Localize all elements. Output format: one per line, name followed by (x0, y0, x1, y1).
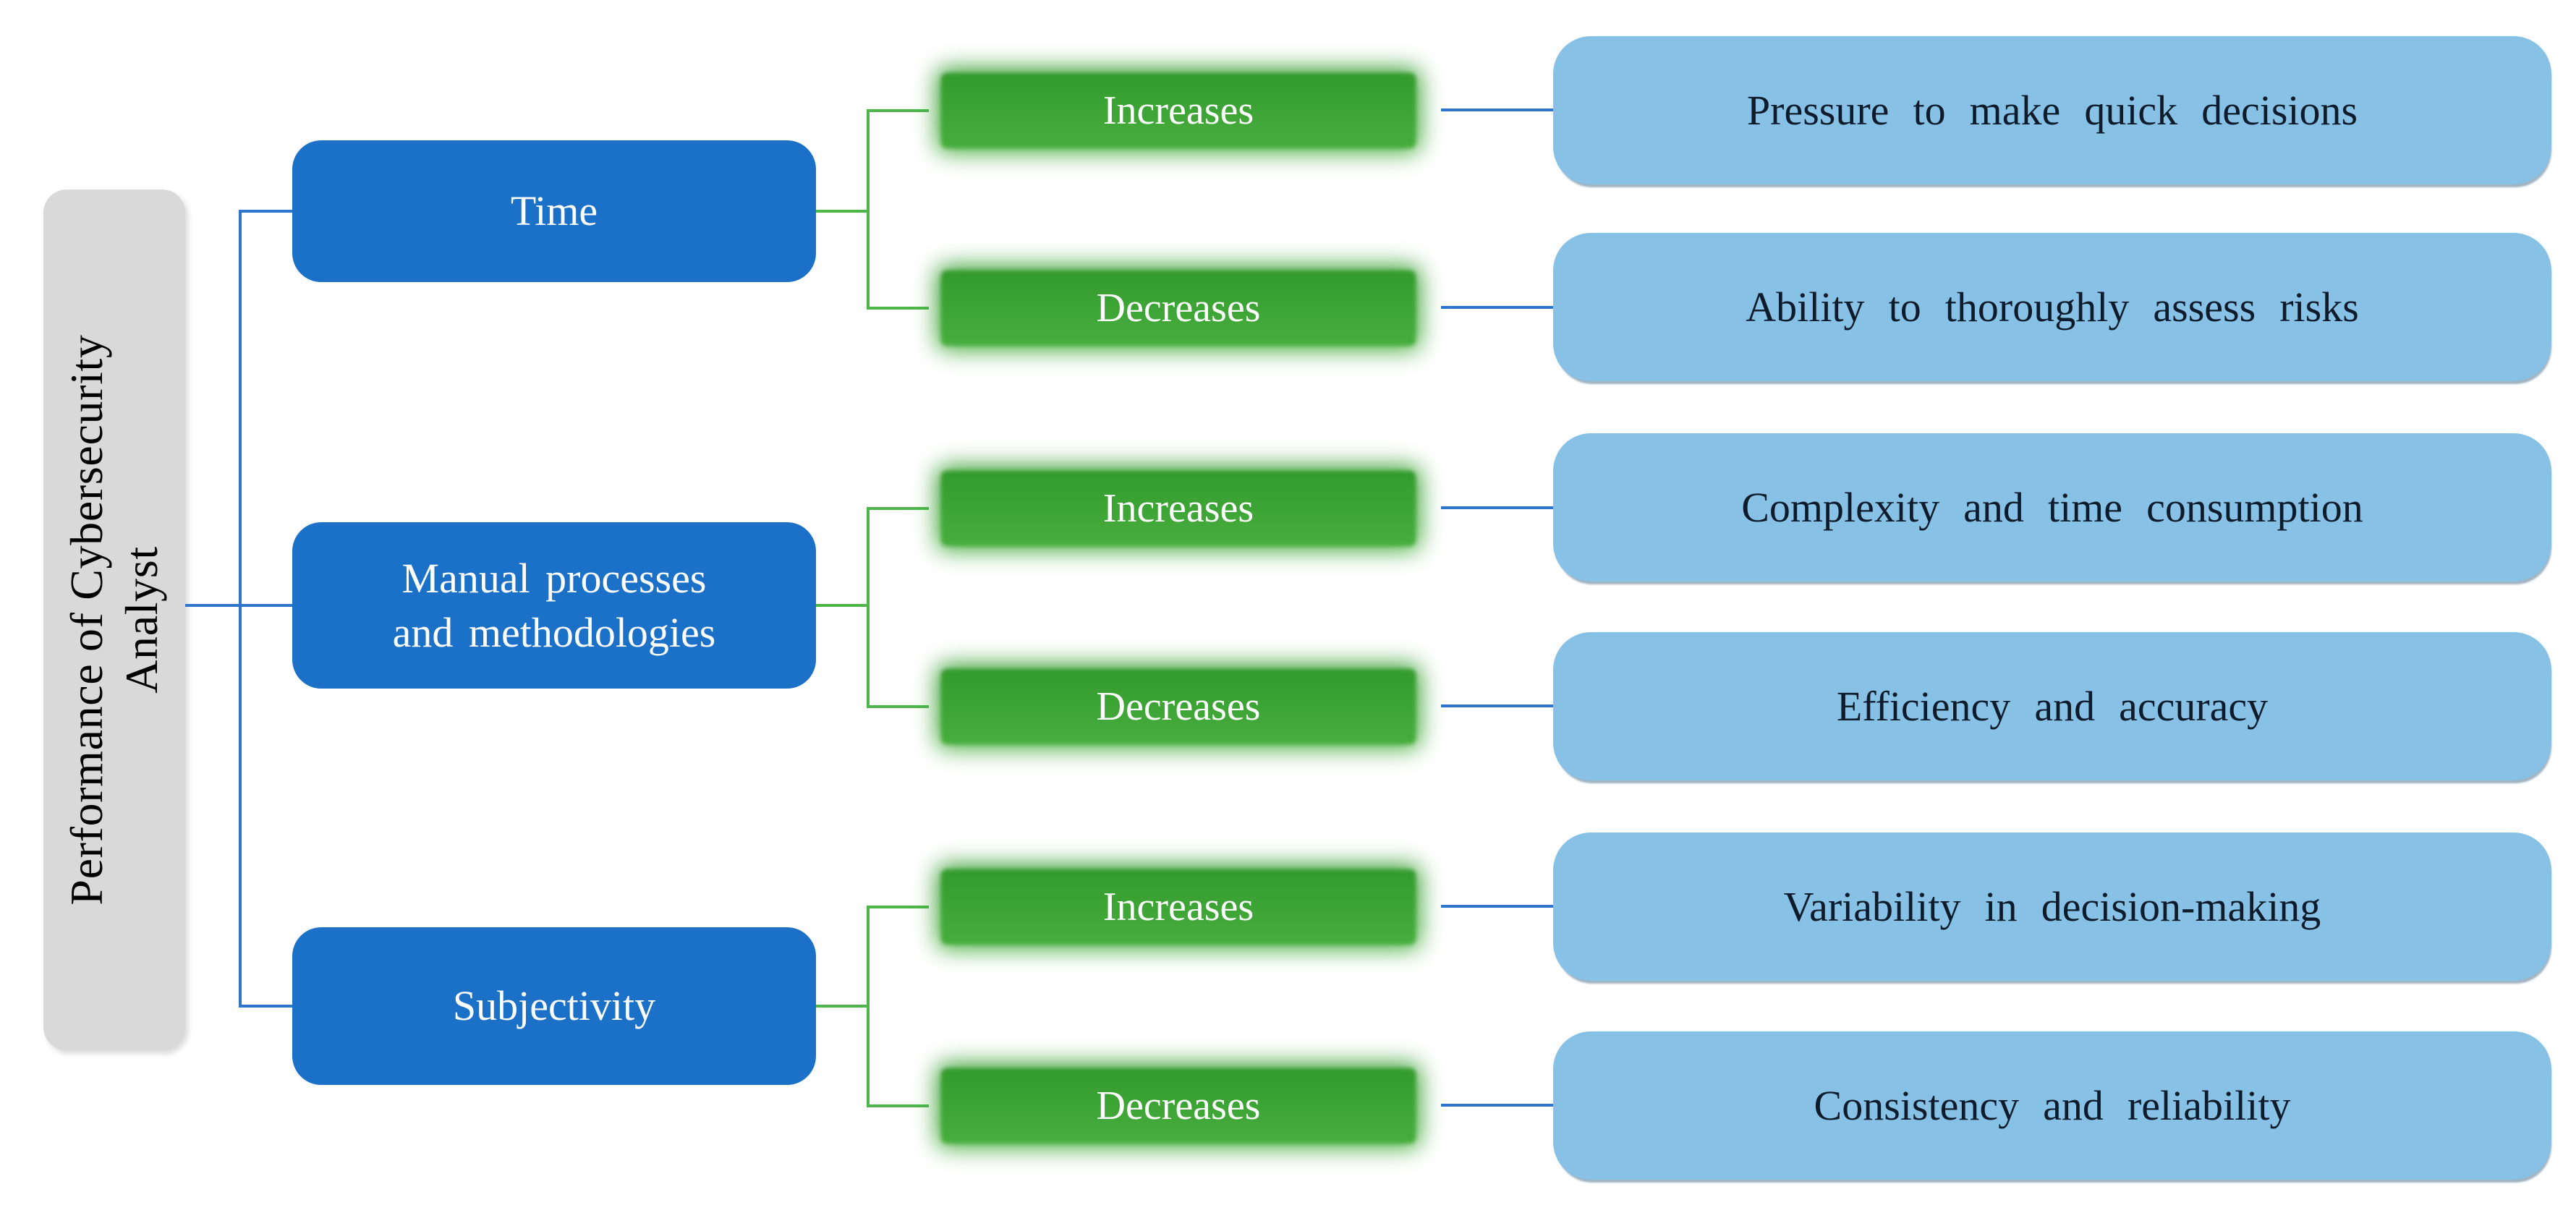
effect-label: Decreases (1096, 684, 1261, 729)
effect-box-manual-decreases: Decreases (941, 669, 1416, 744)
effect-label: Increases (1102, 885, 1254, 929)
outcome-box-consistency: Consistency and reliability (1553, 1031, 2551, 1180)
connector-link-2 (1441, 306, 1554, 309)
factor-box-manual-processes: Manual processes and methodologies (292, 522, 816, 689)
effect-box-manual-increases: Increases (941, 471, 1416, 546)
connector-bracket-subjectivity-decreases (867, 1104, 929, 1107)
effect-box-time-increases: Increases (941, 73, 1416, 148)
connector-trunk-top-branch (239, 210, 292, 213)
connector-bracket-stem-time (816, 210, 870, 213)
effect-label: Increases (1102, 486, 1254, 531)
root-label: Performance of Cybersecurity Analyst (61, 334, 167, 906)
connector-link-6 (1441, 1104, 1554, 1107)
effect-box-subjectivity-increases: Increases (941, 869, 1416, 945)
connector-bracket-stem-subjectivity (816, 1005, 870, 1008)
effect-box-subjectivity-decreases: Decreases (941, 1068, 1416, 1144)
effect-label: Decreases (1096, 1083, 1261, 1128)
connector-link-5 (1441, 905, 1554, 908)
connector-bracket-time-decreases (867, 307, 929, 310)
outcome-box-efficiency: Efficiency and accuracy (1553, 632, 2551, 780)
effect-box-time-decreases: Decreases (941, 271, 1416, 346)
effect-label: Decreases (1096, 286, 1261, 331)
connector-link-4 (1441, 704, 1554, 707)
connector-bracket-manual-increases (867, 507, 929, 510)
outcome-box-variability: Variability in decision-making (1553, 833, 2551, 981)
outcome-box-pressure: Pressure to make quick decisions (1553, 36, 2551, 184)
factor-box-subjectivity: Subjectivity (292, 927, 816, 1085)
root-box: Performance of Cybersecurity Analyst (43, 190, 185, 1050)
connector-bracket-manual-decreases (867, 705, 929, 708)
connector-bracket-time-increases (867, 109, 929, 112)
effect-label: Increases (1102, 88, 1254, 133)
connector-bracket-manual (867, 507, 870, 708)
connector-bracket-subjectivity-increases (867, 906, 929, 908)
outcome-box-complexity: Complexity and time consumption (1553, 433, 2551, 582)
connector-bracket-time (867, 109, 870, 310)
connector-trunk-bottom-branch (239, 1005, 292, 1008)
factor-box-time: Time (292, 140, 816, 282)
connector-trunk (239, 210, 242, 1008)
connector-link-1 (1441, 108, 1554, 111)
connector-bracket-subjectivity (867, 906, 870, 1107)
outcome-box-assess-risks: Ability to thoroughly assess risks (1553, 233, 2551, 381)
connector-bracket-stem-manual (816, 604, 870, 607)
connector-link-3 (1441, 506, 1554, 509)
